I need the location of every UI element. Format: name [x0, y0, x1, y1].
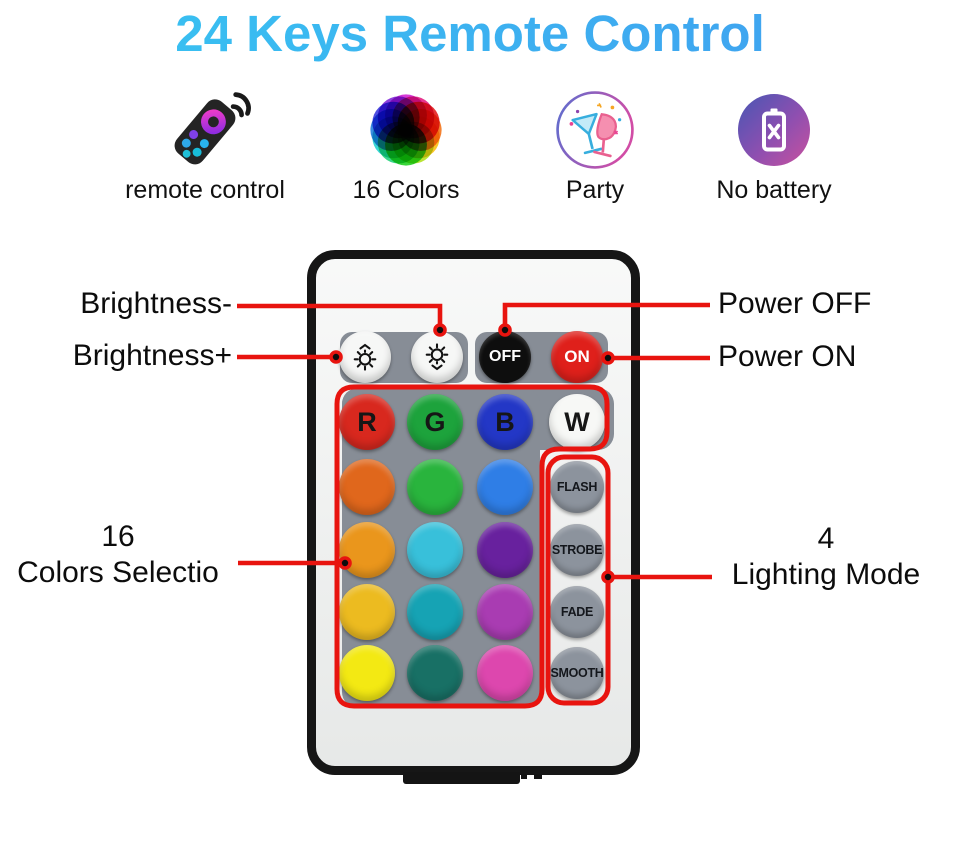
feature-icon-box: [495, 84, 695, 176]
remote-control-device: OFF ON R G B W FLASH STROBE FADE SMOOTH: [307, 250, 640, 784]
color-key-light-green: [407, 459, 463, 515]
feature-item-remote-control: remote control: [105, 84, 305, 205]
feature-item-no-battery: No battery: [674, 84, 874, 205]
feature-label: remote control: [125, 176, 285, 204]
power-on-key: ON: [551, 331, 603, 383]
color-wheel-icon: [370, 94, 442, 166]
battery-tray-tab: [403, 772, 520, 784]
key-letter: B: [495, 406, 515, 437]
color-key-azure: [477, 459, 533, 515]
color-key-yellow: [339, 645, 395, 701]
color-key-blue: B: [477, 394, 533, 450]
party-icon: [556, 91, 634, 169]
no-battery-icon: [738, 94, 810, 166]
power-off-key-label: OFF: [489, 348, 521, 365]
color-key-purple: [477, 522, 533, 578]
page-title: 24 Keys Remote Control: [0, 0, 960, 63]
feature-label: 16 Colors: [352, 176, 460, 204]
label-power-on: Power ON: [718, 340, 857, 373]
key-letter: W: [564, 406, 590, 437]
color-key-gold: [339, 584, 395, 640]
brightness-down-key: [411, 331, 463, 383]
feature-icon-box: [674, 84, 874, 176]
feature-label: No battery: [716, 176, 832, 204]
mode-key-flash: FLASH: [550, 461, 604, 513]
color-key-magenta: [477, 584, 533, 640]
label-line: 4: [817, 522, 835, 555]
key-letter: R: [357, 406, 377, 437]
label-line: Colors Selectio: [17, 556, 219, 589]
color-key-green: G: [407, 394, 463, 450]
label-16-colors-selection: 16 Colors Selectio: [0, 519, 236, 591]
color-key-deep-teal: [407, 645, 463, 701]
label-brightness-plus: Brightness+: [72, 339, 232, 372]
sun-arrow-down-icon: [425, 343, 449, 371]
label-power-off: Power OFF: [718, 287, 872, 320]
color-key-white: W: [549, 394, 605, 450]
key-letter: G: [424, 406, 446, 437]
color-key-amber: [339, 522, 395, 578]
feature-icon-box: [306, 84, 506, 176]
label-line: 16: [101, 520, 135, 553]
label-line: Lighting Mode: [731, 558, 921, 591]
power-off-key: OFF: [479, 331, 531, 383]
feature-icon-box: [105, 84, 305, 176]
power-on-key-label: ON: [564, 347, 590, 366]
feature-item-16-colors: 16 Colors: [306, 84, 506, 205]
mode-key-label: FLASH: [556, 480, 598, 494]
color-key-red: R: [339, 394, 395, 450]
color-key-pink: [477, 645, 533, 701]
label-brightness-minus: Brightness-: [80, 287, 232, 320]
feature-item-party: Party: [495, 84, 695, 205]
color-key-orange: [339, 459, 395, 515]
color-key-sky: [407, 522, 463, 578]
case-nub: [521, 774, 527, 779]
brightness-up-key: [339, 331, 391, 383]
remote-control-icon: [174, 92, 251, 165]
mode-key-strobe: STROBE: [550, 524, 604, 576]
mode-key-fade: FADE: [550, 586, 604, 638]
mode-key-label: SMOOTH: [550, 666, 604, 680]
case-nub: [534, 774, 542, 779]
label-4-lighting-mode: 4 Lighting Mode: [706, 521, 946, 593]
sun-arrow-up-icon: [353, 343, 377, 371]
mode-key-label: STROBE: [551, 543, 603, 557]
feature-label: Party: [565, 176, 625, 204]
mode-key-label: FADE: [560, 605, 594, 619]
color-key-teal: [407, 584, 463, 640]
mode-key-smooth: SMOOTH: [550, 647, 604, 699]
